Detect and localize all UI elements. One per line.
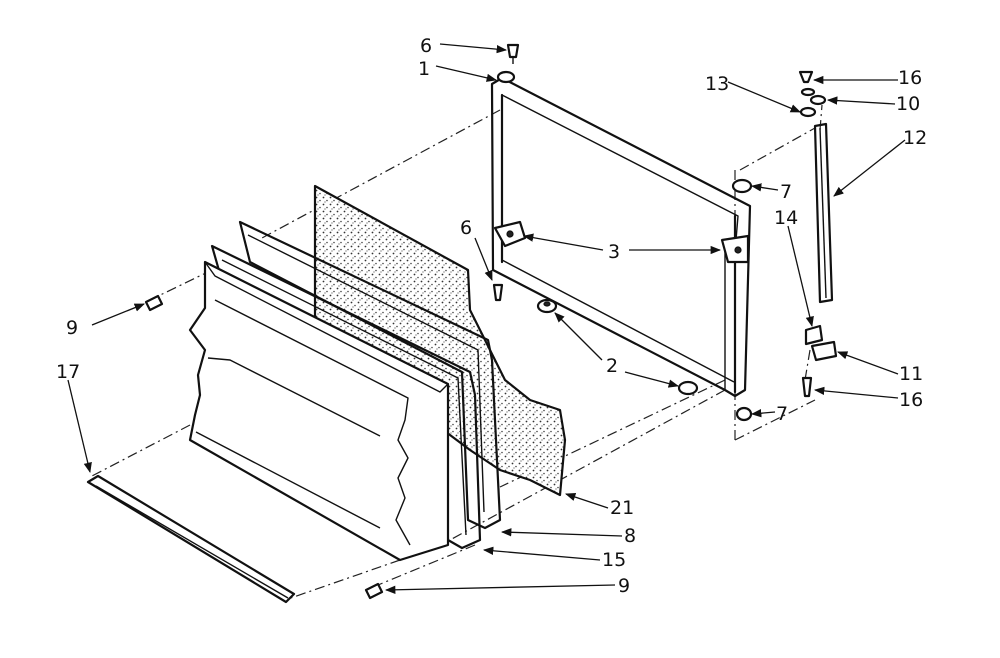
callout-7-upper: 7 [780, 181, 792, 203]
bottom-trim-strip [86, 474, 296, 604]
callout-9-bottom: 9 [618, 575, 630, 597]
callout-6-top: 6 [420, 35, 432, 57]
leader-lines [67, 43, 906, 594]
callout-6-left: 6 [460, 217, 472, 239]
callout-21: 21 [610, 497, 634, 519]
callout-3: 3 [608, 241, 620, 263]
callout-13: 13 [705, 73, 729, 95]
callout-16-top: 16 [898, 67, 922, 89]
hardware [144, 43, 838, 600]
callout-7-lower: 7 [776, 403, 788, 425]
door-inner-liner [188, 260, 450, 562]
callout-2: 2 [606, 355, 618, 377]
callout-1: 1 [418, 58, 430, 80]
callout-labels: 6 1 3 6 2 7 7 13 16 10 12 14 11 16 9 17 … [56, 35, 927, 597]
callout-15: 15 [602, 549, 626, 571]
callout-16-bottom: 16 [899, 389, 923, 411]
callout-12: 12 [903, 127, 927, 149]
callout-11: 11 [899, 363, 923, 385]
callout-10: 10 [896, 93, 920, 115]
callout-9-left: 9 [66, 317, 78, 339]
screw-top [506, 43, 520, 64]
callout-8: 8 [624, 525, 636, 547]
callout-17: 17 [56, 361, 80, 383]
callout-14: 14 [774, 207, 798, 229]
